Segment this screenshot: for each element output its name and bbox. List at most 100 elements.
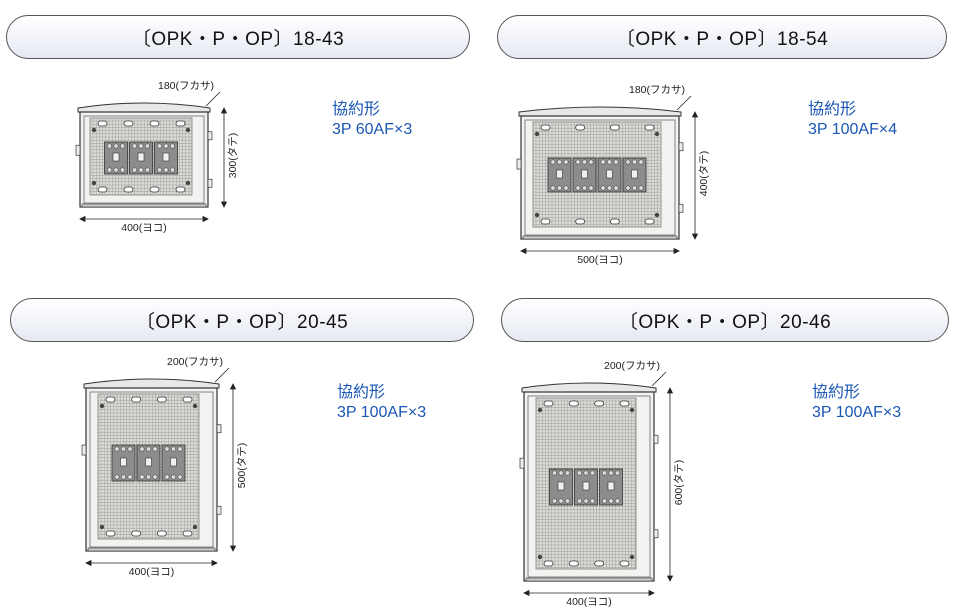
knockout-slot <box>609 218 620 225</box>
depth-label: 200(フカサ) <box>167 356 223 368</box>
panel-title: 〔OPK・P・OP〕18-43 <box>131 28 345 50</box>
breaker-terminal <box>582 159 587 165</box>
arrowhead <box>229 383 237 390</box>
breaker-terminal <box>625 159 631 165</box>
breaker-terminal <box>565 498 570 504</box>
panel-title-pill: 〔OPK・P・OP〕18-43 <box>6 15 470 59</box>
knockout-slot <box>543 400 554 407</box>
breaker-terminal <box>552 498 557 504</box>
breaker-terminal <box>615 470 620 476</box>
knockout-slot <box>105 396 116 403</box>
breaker-terminal <box>615 498 620 504</box>
depth-dimension-line <box>676 95 692 111</box>
mounting-hole <box>534 212 540 218</box>
breaker-terminal <box>171 474 176 480</box>
hinge <box>678 142 684 152</box>
hinge <box>653 434 659 444</box>
mounting-hole <box>629 554 635 560</box>
breaker-terminal <box>139 446 145 452</box>
enclosure-lid <box>83 378 220 389</box>
arrowhead <box>85 559 92 567</box>
enclosure-base <box>81 203 207 208</box>
knockout-slot <box>149 186 160 193</box>
spec-heading: 協約形 <box>337 384 386 401</box>
breaker-terminal <box>588 185 594 191</box>
breaker-terminal <box>177 474 183 480</box>
arrowhead <box>211 559 218 567</box>
knockout-slot <box>594 560 605 567</box>
width-label: 500(ヨコ) <box>577 254 623 266</box>
breaker-handle <box>162 152 170 162</box>
enclosure-lid <box>518 106 682 117</box>
arrowhead <box>202 215 209 223</box>
hinge <box>678 203 684 213</box>
arrowhead <box>520 247 527 255</box>
arrowhead <box>691 233 699 240</box>
latch <box>75 144 81 156</box>
breaker-terminal <box>127 446 133 452</box>
enclosure-frame <box>89 391 214 548</box>
arrowhead <box>673 247 680 255</box>
depth-dimension-line <box>214 367 230 383</box>
spec-heading: 協約形 <box>332 101 381 118</box>
knockout-slot <box>149 120 160 127</box>
knockout-slot <box>543 560 554 567</box>
latch <box>81 444 87 456</box>
knockout-slot <box>619 560 630 567</box>
dimension-lines <box>520 95 699 255</box>
mounting-hole <box>185 180 191 186</box>
breaker-terminal <box>557 159 562 165</box>
panel-title-pill: 〔OPK・P・OP〕18-54 <box>497 15 947 59</box>
enclosure-lid <box>77 102 211 113</box>
height-label: 600(タテ) <box>673 460 685 506</box>
enclosure-base <box>525 577 653 582</box>
knockout-slot <box>123 186 134 193</box>
circuit-breaker <box>597 157 622 193</box>
circuit-breaker <box>111 444 136 482</box>
circuit-breaker <box>547 157 572 193</box>
arrowhead <box>79 215 86 223</box>
breaker-terminal <box>107 143 112 149</box>
arrowhead <box>648 589 655 597</box>
height-label: 500(タテ) <box>236 443 248 489</box>
spec-block: 協約形 3P 100AF×3 <box>337 383 426 423</box>
circuit-breaker <box>574 468 598 506</box>
arrowhead <box>666 387 674 394</box>
knockout-slot <box>156 396 167 403</box>
circuit-breaker <box>549 468 573 506</box>
knockout-slot <box>175 186 186 193</box>
latch <box>516 158 522 170</box>
breaker-terminal <box>146 474 151 480</box>
breaker-terminal <box>638 159 644 165</box>
circuit-breaker <box>622 157 647 193</box>
depth-label: 180(フカサ) <box>158 80 214 92</box>
breaker-terminal <box>145 167 150 173</box>
breaker-terminal <box>602 470 607 476</box>
arrowhead <box>229 545 237 552</box>
breaker-handle <box>557 481 565 491</box>
hinge <box>653 529 659 539</box>
width-label: 400(ヨコ) <box>566 596 612 608</box>
spec-heading: 協約形 <box>808 101 857 118</box>
breaker-terminal <box>557 185 562 191</box>
depth-label: 200(フカサ) <box>604 360 660 372</box>
mounting-hole <box>99 524 105 530</box>
dimension-lines <box>85 367 237 567</box>
width-label: 400(ヨコ) <box>129 566 175 578</box>
panel-title: 〔OPK・P・OP〕18-54 <box>615 28 829 50</box>
knockout-slot <box>575 218 586 225</box>
knockout-slot <box>131 396 142 403</box>
mounting-hole <box>185 127 191 133</box>
knockout-slot <box>568 560 579 567</box>
breaker-terminal <box>558 470 564 476</box>
breaker-terminal <box>177 446 183 452</box>
breaker-terminal <box>608 498 614 504</box>
knockout-slot <box>540 218 551 225</box>
breaker-handle <box>112 152 120 162</box>
enclosure-frame <box>527 395 651 578</box>
depth-dimension-line <box>651 371 667 387</box>
knockout-slot <box>97 120 108 127</box>
